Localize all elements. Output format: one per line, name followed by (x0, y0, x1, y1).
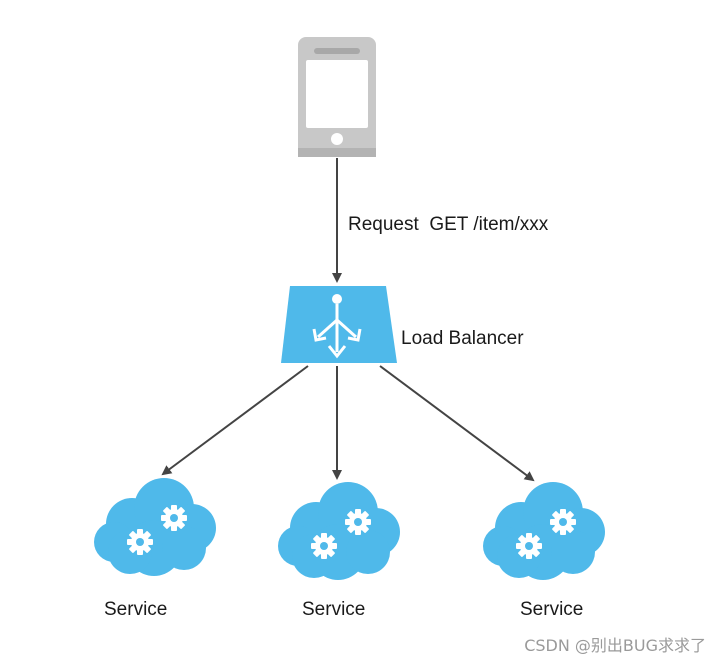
load-balancer-label: Load Balancer (401, 328, 524, 349)
service-1-label: Service (104, 599, 167, 620)
service-3-cloud-gears-icon (483, 482, 605, 580)
service-1-cloud-gears-icon (94, 478, 216, 576)
arrow-to-service-1 (161, 365, 309, 476)
load-balancer-icon (281, 286, 397, 363)
service-2-label: Service (302, 599, 365, 620)
service-3-label: Service (520, 599, 583, 620)
smartphone-icon (298, 37, 376, 157)
arrow-to-service-3 (379, 365, 535, 482)
watermark: CSDN @别出BUG求求了 (524, 636, 706, 655)
request-label: Request GET /item/xxx (348, 214, 549, 235)
service-2-cloud-gears-icon (278, 482, 400, 580)
